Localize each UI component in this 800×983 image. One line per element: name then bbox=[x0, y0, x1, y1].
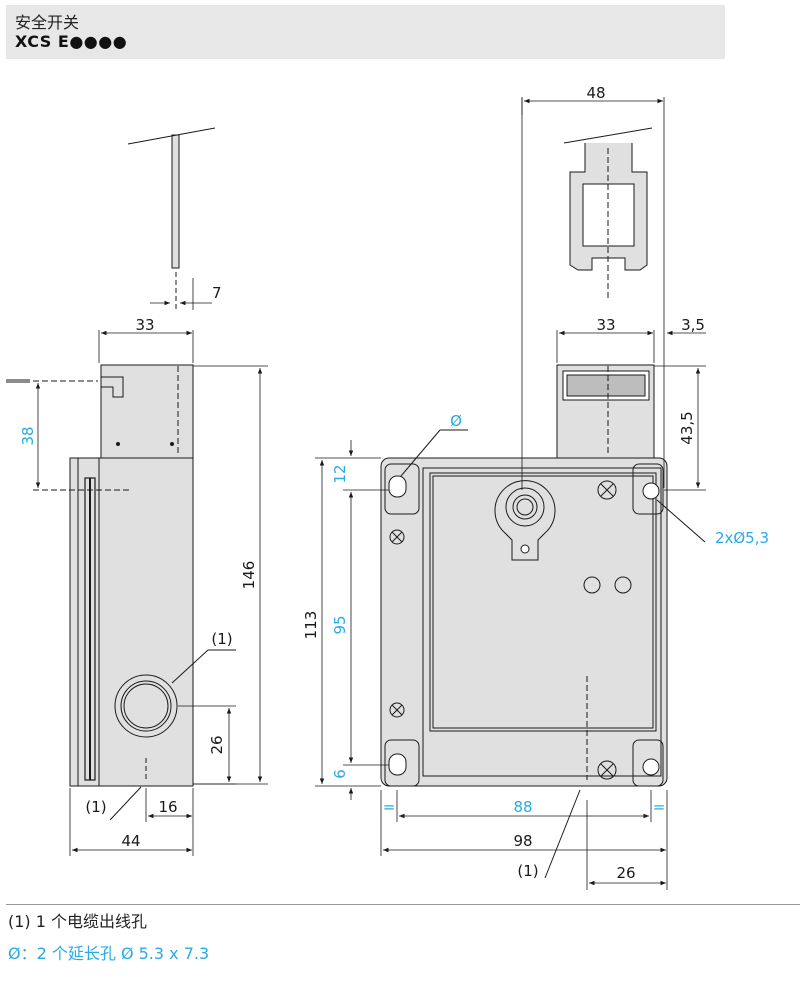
dim-26-side: 26 bbox=[208, 735, 226, 754]
equal-mark-right: = bbox=[653, 798, 666, 816]
footer-divider bbox=[6, 904, 800, 905]
callout-cable-entry-front: (1) bbox=[517, 862, 538, 880]
front-view bbox=[380, 98, 706, 879]
dim-113: 113 bbox=[302, 611, 320, 640]
dim-38: 38 bbox=[19, 426, 37, 445]
dim-48: 48 bbox=[586, 84, 605, 102]
dim-98: 98 bbox=[513, 832, 532, 850]
callout-diameter: Ø bbox=[450, 412, 462, 430]
technical-drawing: 33 7 38 146 26 16 44 (1) (1) bbox=[6, 84, 769, 890]
front-view-dimensions bbox=[315, 97, 706, 890]
note-cable-entry: (1) 1 个电缆出线孔 bbox=[8, 912, 148, 931]
model-number: XCS E●●●● bbox=[15, 32, 128, 51]
screw-icon bbox=[389, 702, 405, 718]
screw-icon bbox=[597, 760, 617, 780]
page-title: 安全开关 bbox=[15, 13, 80, 32]
callout-cable-entry-bottom: (1) bbox=[85, 798, 106, 816]
equal-mark-left: = bbox=[383, 798, 396, 816]
callout-cable-entry-top: (1) bbox=[211, 630, 232, 648]
note-slot-holes: Ø：2 个延长孔 Ø 5.3 x 7.3 bbox=[8, 944, 210, 963]
dim-26-front: 26 bbox=[616, 864, 635, 882]
callout-holes: 2xØ5,3 bbox=[715, 529, 769, 547]
dim-6: 6 bbox=[331, 769, 349, 779]
screw-icon bbox=[597, 480, 617, 500]
dim-7: 7 bbox=[212, 284, 222, 302]
dim-33-right: 33 bbox=[596, 316, 615, 334]
dim-3-5: 3,5 bbox=[681, 316, 705, 334]
side-view bbox=[6, 127, 236, 821]
dim-88: 88 bbox=[513, 798, 532, 816]
dim-95: 95 bbox=[331, 615, 349, 634]
dim-146: 146 bbox=[240, 561, 258, 590]
dim-44: 44 bbox=[121, 832, 140, 850]
side-view-dimensions bbox=[35, 278, 268, 856]
front-view-dim-text: 48 33 3,5 43,5 12 113 95 6 88 = = 98 26 … bbox=[302, 84, 769, 882]
dim-12: 12 bbox=[331, 464, 349, 483]
side-view-dim-text: 33 7 38 146 26 16 44 (1) (1) bbox=[19, 284, 258, 850]
screw-icon bbox=[389, 529, 405, 545]
dim-16: 16 bbox=[158, 798, 177, 816]
dim-33-left: 33 bbox=[135, 316, 154, 334]
header-bar: 安全开关 XCS E●●●● bbox=[6, 5, 725, 59]
dim-43-5: 43,5 bbox=[678, 411, 696, 444]
